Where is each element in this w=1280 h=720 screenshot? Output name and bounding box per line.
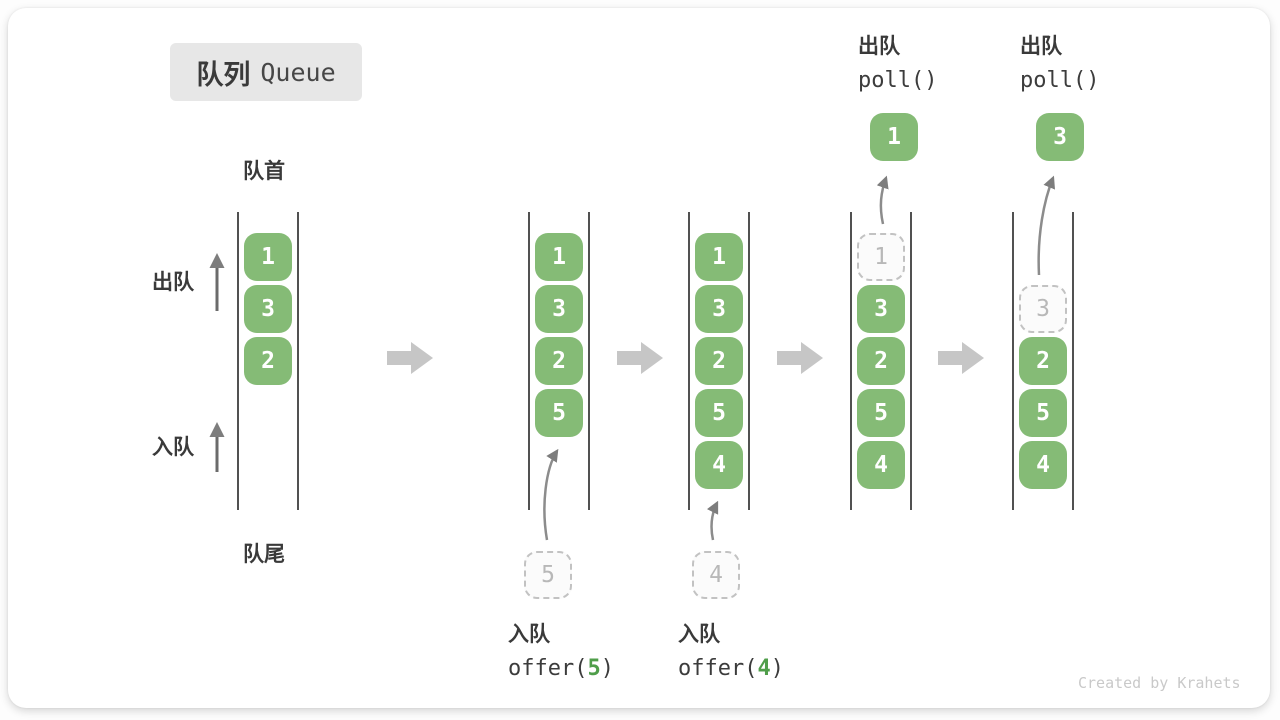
queue-wall — [297, 212, 299, 510]
queue-wall — [748, 212, 750, 510]
queue-state-4: 1 3 2 5 4 — [850, 212, 912, 510]
incoming-item-box: 5 — [524, 551, 572, 599]
queue-item: 3 — [535, 285, 583, 333]
queue-item: 1 — [695, 233, 743, 281]
enqueue-op-code: offer(4) — [678, 656, 784, 681]
title-zh: 队列 — [196, 59, 251, 90]
queue-state-2: 1 3 2 5 — [528, 212, 590, 510]
queue-item: 2 — [857, 337, 905, 385]
queue-item: 5 — [857, 389, 905, 437]
dequeue-op-label: 出队 poll() — [858, 30, 937, 93]
title-en: Queue — [260, 57, 336, 87]
incoming-item-box: 4 — [692, 551, 740, 599]
queue-item: 2 — [244, 337, 292, 385]
queue-state-3: 1 3 2 5 4 — [688, 212, 750, 510]
dequeue-op-label: 出队 poll() — [1020, 30, 1099, 93]
queue-wall — [850, 212, 852, 510]
queue-item: 3 — [244, 285, 292, 333]
queue-item: 4 — [1019, 441, 1067, 489]
queue-wall — [688, 212, 690, 510]
queue-item: 2 — [695, 337, 743, 385]
queue-item: 4 — [857, 441, 905, 489]
enqueue-label: 入队 — [152, 436, 194, 459]
dequeued-result-box: 1 — [870, 113, 918, 161]
enqueue-op-code: offer(5) — [508, 656, 614, 681]
queue-item: 5 — [535, 389, 583, 437]
front-label: 队首 — [243, 160, 285, 183]
code-text: offer( — [508, 656, 588, 681]
rear-label: 队尾 — [243, 543, 285, 566]
enqueue-op-label: 入队 offer(5) — [508, 618, 614, 681]
dequeue-label: 出队 — [152, 271, 194, 294]
diagram-card — [8, 8, 1270, 708]
enqueue-op-label: 入队 offer(4) — [678, 618, 784, 681]
dequeue-op-zh: 出队 — [858, 35, 900, 58]
watermark: Created by Krahets — [1078, 674, 1241, 692]
queue-wall — [1012, 212, 1014, 510]
queue-wall — [588, 212, 590, 510]
queue-item: 5 — [1019, 389, 1067, 437]
code-text: offer( — [678, 656, 758, 681]
queue-item: 3 — [695, 285, 743, 333]
enqueue-op-zh: 入队 — [678, 623, 720, 646]
queue-wall — [910, 212, 912, 510]
queue-item: 1 — [535, 233, 583, 281]
code-arg: 5 — [587, 656, 601, 681]
code-text: ) — [770, 656, 784, 681]
queue-item: 4 — [695, 441, 743, 489]
dequeued-result-box: 3 — [1036, 113, 1084, 161]
title-badge: 队列 Queue — [170, 43, 362, 101]
queue-item: 1 — [244, 233, 292, 281]
queue-wall — [237, 212, 239, 510]
queue-item: 2 — [1019, 337, 1067, 385]
queue-state-5: 3 2 5 4 — [1012, 212, 1074, 510]
dequeue-op-code: poll() — [858, 68, 938, 93]
queue-item: 5 — [695, 389, 743, 437]
code-arg: 4 — [757, 656, 771, 681]
queue-item: 2 — [535, 337, 583, 385]
enqueue-op-zh: 入队 — [508, 623, 550, 646]
queue-wall — [528, 212, 530, 510]
dequeue-op-zh: 出队 — [1020, 35, 1062, 58]
queue-wall — [1072, 212, 1074, 510]
queue-item: 3 — [857, 285, 905, 333]
dequeue-op-code: poll() — [1020, 68, 1100, 93]
removed-item-slot: 3 — [1019, 285, 1067, 333]
queue-state-1: 1 3 2 — [237, 212, 299, 510]
code-text: ) — [600, 656, 614, 681]
removed-item-slot: 1 — [857, 233, 905, 281]
